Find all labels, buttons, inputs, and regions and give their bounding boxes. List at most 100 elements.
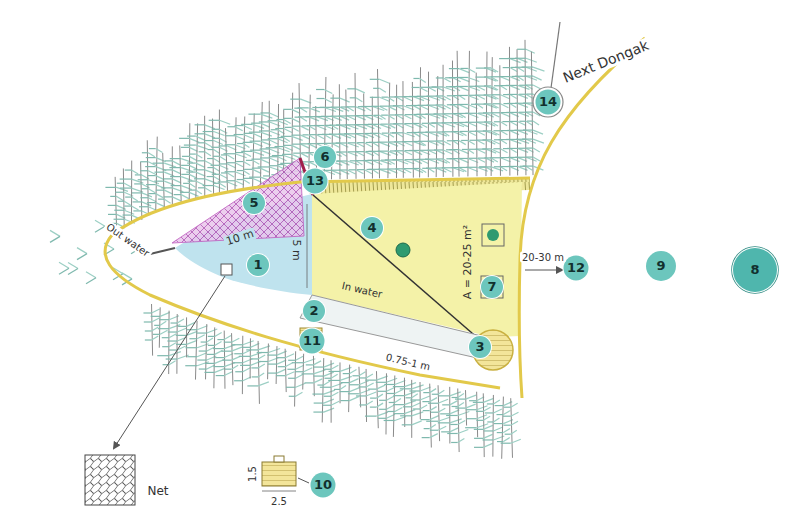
tree-stroke [388, 115, 395, 119]
tree-stroke [372, 142, 379, 146]
tree-stroke [394, 141, 403, 142]
tree-stroke [450, 419, 462, 423]
tree-stroke [322, 358, 324, 422]
tree-stroke [438, 422, 450, 423]
tree-stroke [309, 134, 316, 135]
tree-stroke [392, 159, 403, 160]
tree-stroke [217, 339, 224, 340]
tree-stroke [118, 201, 124, 202]
tree-stroke [380, 115, 386, 119]
tree-stroke [384, 420, 395, 421]
tree-stroke [153, 163, 165, 164]
tree-stroke [227, 162, 235, 163]
tree-stroke [461, 68, 468, 69]
pit-circle [732, 247, 778, 293]
tree-stroke [503, 416, 511, 417]
tree-stroke [212, 174, 220, 175]
tree-stroke [404, 168, 414, 169]
tree-stroke [108, 214, 117, 215]
tree-stroke [493, 130, 500, 131]
tree-stroke [340, 391, 350, 392]
tree-stroke [172, 179, 181, 183]
tree-stroke [205, 125, 215, 129]
tree-stroke [151, 316, 161, 317]
tree-stroke [437, 131, 443, 132]
tree-stroke [420, 87, 428, 91]
tree-stroke [477, 131, 485, 135]
tree-stroke [477, 149, 485, 153]
tree-stroke [343, 373, 350, 374]
tree-stroke [402, 141, 413, 142]
tree-stroke [356, 161, 362, 165]
tree-stroke [140, 170, 148, 171]
tree-stroke [413, 168, 420, 169]
tree-stroke [185, 347, 197, 348]
tree-stroke [324, 381, 330, 385]
tree-stroke [420, 78, 426, 82]
tree-stroke [387, 168, 396, 169]
tree-stroke [378, 142, 388, 143]
tree-stroke [284, 118, 292, 119]
tree-stroke [324, 135, 331, 139]
tree-stroke [174, 194, 182, 195]
tree-stroke [510, 68, 517, 72]
tree-stroke [468, 149, 474, 153]
tree-stroke [500, 167, 507, 171]
tree-stroke [233, 362, 243, 363]
tree-stroke [214, 141, 223, 145]
tree-stroke [350, 397, 359, 401]
tree-stroke [249, 177, 260, 178]
tree-stroke [271, 129, 278, 130]
tree-stroke [510, 104, 516, 108]
tree-stroke [154, 172, 164, 173]
tree-stroke [413, 78, 419, 79]
net-sample [85, 455, 135, 505]
tree-stroke [140, 161, 148, 162]
tree-stroke [396, 85, 397, 178]
tree-stroke [258, 382, 269, 386]
tree-stroke [275, 128, 283, 129]
tree-stroke [457, 95, 468, 96]
tree-stroke [442, 167, 453, 168]
tree-stroke [510, 95, 517, 99]
tree-stroke [404, 383, 416, 387]
tree-stroke [123, 214, 132, 215]
tree-stroke [396, 97, 403, 101]
tree-stroke [164, 199, 170, 203]
tree-stroke [300, 143, 308, 144]
tree-stroke [396, 133, 402, 137]
tree-stroke [359, 372, 366, 376]
tree-stroke [225, 135, 235, 136]
tree-stroke [183, 183, 189, 184]
tree-stroke [491, 112, 501, 113]
tree-stroke [526, 93, 533, 94]
tree-stroke [334, 389, 340, 390]
tree-stroke [227, 146, 236, 150]
tree-stroke [195, 133, 205, 134]
tree-stroke [356, 152, 364, 156]
tree-stroke [511, 421, 518, 425]
tree-stroke [506, 112, 517, 113]
tree-stroke [443, 150, 452, 154]
tree-stroke [330, 98, 340, 99]
tree-stroke [447, 433, 458, 434]
tree-stroke [437, 158, 444, 159]
tree-stroke [184, 144, 196, 145]
tree-stroke [500, 158, 510, 162]
tree-stroke [280, 163, 291, 164]
tree-stroke [266, 147, 278, 148]
tree-stroke [331, 392, 338, 396]
tree-stroke [403, 169, 411, 173]
tree-stroke [324, 369, 331, 370]
tree-stroke [215, 341, 222, 345]
tree-stroke [458, 429, 469, 433]
tree-stroke [420, 132, 428, 136]
tree-stroke [421, 419, 430, 420]
tree-stroke [526, 111, 533, 112]
tree-stroke [420, 141, 426, 145]
tree-stroke [468, 167, 478, 171]
tree-stroke [359, 377, 366, 378]
tree-stroke [438, 417, 450, 421]
tree-stroke [506, 85, 518, 86]
box-tab [274, 456, 284, 462]
